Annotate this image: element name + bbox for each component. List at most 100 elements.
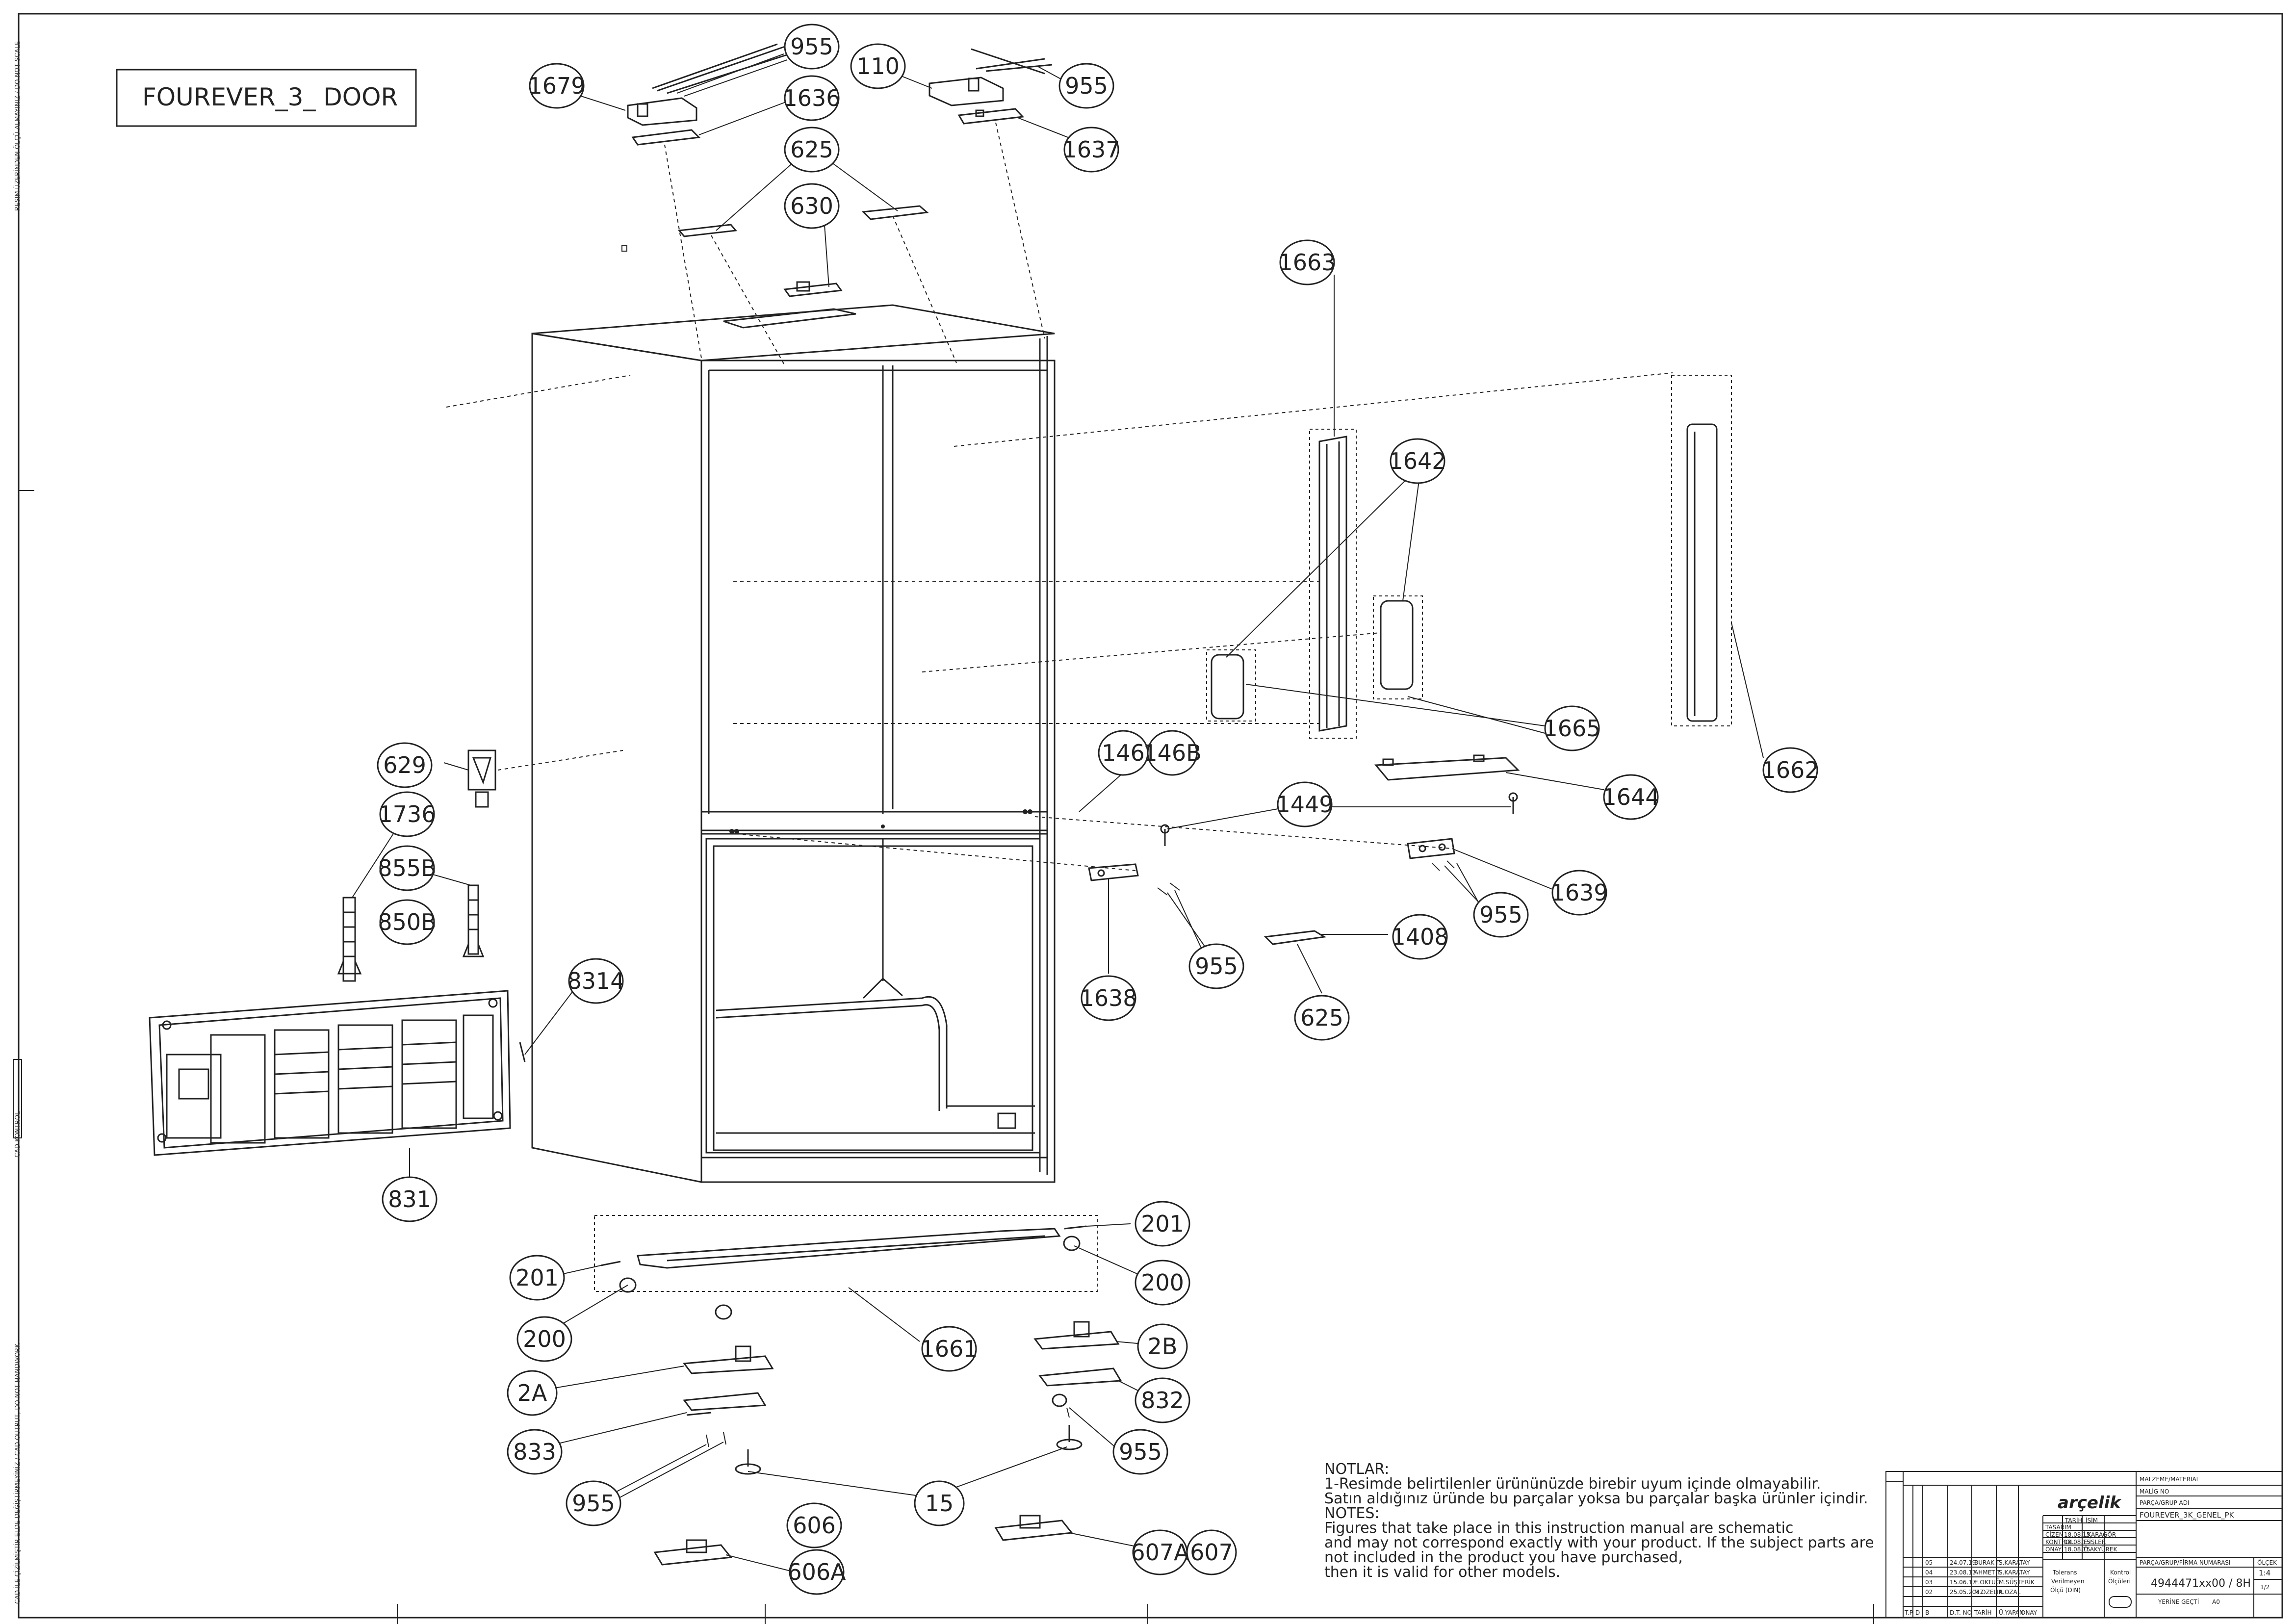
callout-955-c: 955 [1473, 892, 1529, 938]
svg-text:855B: 855B [378, 855, 436, 881]
side-text-cad-control: CAD KONTROL [14, 1111, 22, 1158]
svg-text:146: 146 [1102, 740, 1145, 766]
callout-110: 110 [850, 43, 906, 89]
svg-text:03: 03 [1925, 1579, 1933, 1586]
svg-text:S.KARATAY: S.KARATAY [1999, 1559, 2030, 1566]
svg-text:1/2: 1/2 [2260, 1584, 2270, 1591]
svg-text:ÖLÇEK: ÖLÇEK [2257, 1558, 2277, 1566]
callout-1636: 1636 [783, 75, 841, 121]
hinge-1639 [1407, 838, 1455, 859]
notes-line-4: Figures that take place in this instruct… [1324, 1520, 1793, 1537]
notes-line-7: then it is valid for other models. [1324, 1564, 1560, 1581]
callout-625-b: 625 [1294, 995, 1350, 1041]
svg-text:Ö.AKYÜREK: Ö.AKYÜREK [2084, 1545, 2117, 1553]
svg-text:18.08.15: 18.08.15 [2064, 1546, 2090, 1553]
svg-text:955: 955 [572, 1490, 615, 1517]
arcelik-logo: arçelik [2058, 1493, 2122, 1513]
svg-text:1644: 1644 [1602, 784, 1659, 810]
handle-insert-1642 [1206, 595, 1423, 722]
svg-text:B: B [1925, 1609, 1929, 1616]
svg-text:15: 15 [925, 1490, 954, 1517]
callout-2a: 2A [507, 1370, 558, 1416]
cabinet-holes [729, 809, 1032, 834]
svg-text:2A: 2A [517, 1380, 547, 1406]
svg-text:MALİG NO: MALİG NO [2140, 1488, 2169, 1495]
svg-text:1637: 1637 [1062, 136, 1120, 163]
svg-text:25.05.2017: 25.05.2017 [1950, 1589, 1984, 1596]
side-text-scale: RESIM ÜZERİNDEN ÖLÇÜ ALMAYINIZ / DO NOT … [13, 41, 22, 211]
door-handle-1663 [1309, 429, 1357, 739]
svg-text:1642: 1642 [1389, 448, 1446, 474]
notes-line-0: NOTLAR: [1324, 1461, 1389, 1478]
callout-1736: 1736 [378, 791, 436, 837]
callout-1679: 1679 [528, 63, 586, 109]
callout-607a: 607A [1131, 1529, 1189, 1575]
svg-text:A0: A0 [2212, 1598, 2220, 1605]
part-name: FOUREVER_3K_GENEL_PK [2140, 1511, 2235, 1520]
svg-text:ONAY: ONAY [2045, 1546, 2062, 1553]
svg-text:PARÇA/GRUP/FİRMA NUMARASI: PARÇA/GRUP/FİRMA NUMARASI [2140, 1559, 2230, 1566]
svg-text:18.08.15: 18.08.15 [2064, 1531, 2090, 1538]
svg-text:200: 200 [523, 1326, 566, 1352]
svg-text:1736: 1736 [378, 801, 436, 827]
callout-955-d: 955 [1188, 943, 1244, 989]
callout-629: 629 [377, 742, 433, 788]
callout-606a: 606A [787, 1549, 846, 1595]
title-block [1885, 1471, 2283, 1618]
drawing-title: FOUREVER_3_ DOOR [142, 83, 398, 111]
callout-1663: 1663 [1278, 239, 1336, 285]
svg-text:606A: 606A [787, 1559, 846, 1585]
callout-607: 607 [1186, 1529, 1237, 1575]
svg-text:110: 110 [856, 53, 900, 79]
callout-606: 606 [786, 1502, 842, 1548]
svg-text:ÇİZEN: ÇİZEN [2045, 1531, 2064, 1538]
callout-201-b: 201 [509, 1255, 565, 1301]
svg-text:PARÇA/GRUP ADI: PARÇA/GRUP ADI [2140, 1499, 2190, 1506]
svg-text:04: 04 [1925, 1569, 1933, 1576]
svg-text:1665: 1665 [1543, 715, 1600, 742]
rear-cover-831 [149, 990, 511, 1156]
svg-text:05: 05 [1925, 1559, 1933, 1566]
svg-text:23.08.17: 23.08.17 [1950, 1569, 1976, 1576]
svg-text:1:4: 1:4 [2259, 1569, 2270, 1577]
callout-1642: 1642 [1389, 438, 1446, 484]
svg-text:Tolerans: Tolerans [2052, 1569, 2077, 1576]
svg-text:1679: 1679 [528, 73, 585, 99]
svg-text:İ.KARAGÖR: İ.KARAGÖR [2084, 1530, 2116, 1538]
svg-text:M.OZELIK: M.OZELIK [1974, 1589, 2003, 1596]
hinge-607 [994, 1515, 1073, 1541]
callout-146b: 146B [1143, 730, 1202, 776]
svg-text:T.P: T.P [1904, 1609, 1913, 1616]
svg-text:15.06.17: 15.06.17 [1950, 1579, 1976, 1586]
base-plate-1661 [594, 1215, 1098, 1292]
top-hinge-left [627, 43, 790, 126]
svg-text:200: 200 [1141, 1269, 1184, 1296]
svg-text:955: 955 [1479, 902, 1522, 928]
callout-1644: 1644 [1602, 774, 1660, 820]
svg-text:AHMET T.: AHMET T. [1974, 1569, 2002, 1576]
small-screw [621, 245, 627, 252]
svg-text:1639: 1639 [1550, 879, 1608, 906]
callout-1661: 1661 [920, 1326, 978, 1372]
svg-text:18.08.15: 18.08.15 [2064, 1539, 2090, 1546]
hinge-cover-1637 [957, 108, 1025, 125]
callout-1662: 1662 [1761, 747, 1819, 793]
svg-text:M.SÜŞTERİK: M.SÜŞTERİK [1999, 1578, 2035, 1586]
leveling-feet-200 [619, 1236, 1081, 1320]
svg-text:625: 625 [1300, 1005, 1343, 1031]
title-box [116, 69, 417, 127]
svg-text:Ü.YAPAN: Ü.YAPAN [1999, 1608, 2024, 1616]
drawing-number: 4944471xx00 / 8H [2151, 1577, 2251, 1590]
svg-text:BURAK T.: BURAK T. [1974, 1559, 2001, 1566]
svg-text:1662: 1662 [1761, 757, 1819, 783]
svg-text:955: 955 [1195, 953, 1238, 980]
svg-text:S.KARATAY: S.KARATAY [1999, 1569, 2030, 1576]
callout-1638: 1638 [1080, 975, 1137, 1021]
svg-text:Ölçü (DIN): Ölçü (DIN) [2050, 1586, 2081, 1594]
callout-200-b: 200 [516, 1316, 572, 1362]
svg-text:A.OZAL: A.OZAL [1999, 1589, 2021, 1596]
svg-text:833: 833 [513, 1439, 556, 1465]
callout-630: 630 [784, 183, 840, 229]
